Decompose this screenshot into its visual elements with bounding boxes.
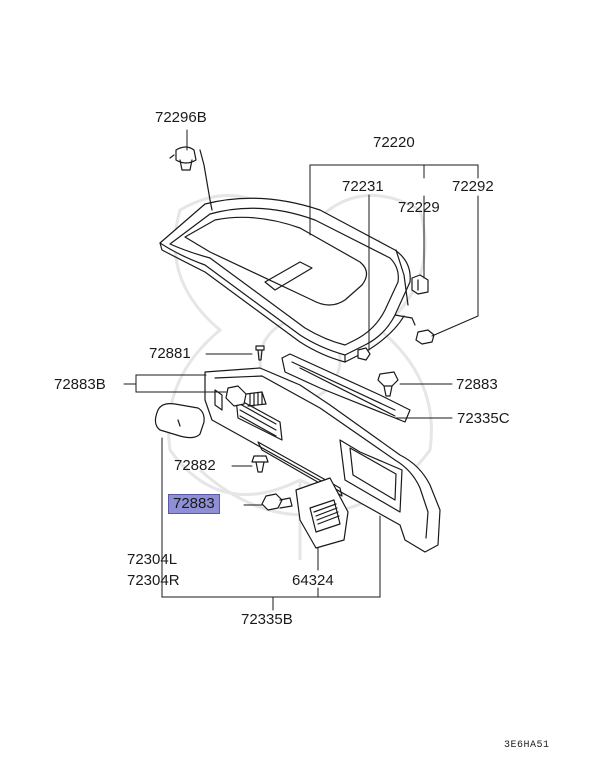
diagram-code: 3E6HA51 [504,740,550,751]
fastener-72882 [251,455,269,473]
clip-72883-right [377,371,399,397]
label-72220[interactable]: 72220 [373,134,415,151]
label-72231[interactable]: 72231 [342,178,384,195]
holder-72296B [169,146,197,171]
label-72335B[interactable]: 72335B [241,611,293,628]
pin-72231 [357,347,371,361]
grille-64324 [295,477,349,549]
clip-72292 [415,329,435,345]
label-72304R[interactable]: 72304R [127,572,180,589]
cover-72304 [154,403,205,439]
upper-trim-72335C [281,353,411,423]
leader-lines [123,129,479,611]
bolt-72883B [225,385,267,407]
label-72883-highlighted[interactable]: 72883 [168,494,220,514]
label-72229[interactable]: 72229 [398,199,440,216]
label-64324[interactable]: 64324 [292,572,334,589]
label-72882[interactable]: 72882 [174,457,216,474]
hook-72229 [411,274,429,295]
label-72883-right[interactable]: 72883 [456,376,498,393]
rear-trim-72335B [204,367,441,553]
label-72335C[interactable]: 72335C [457,410,510,427]
shelf-string-left [199,149,213,211]
parcel-shelf [159,197,416,363]
clip-72883-highlighted [261,493,293,511]
label-72883B[interactable]: 72883B [54,376,106,393]
label-72304L[interactable]: 72304L [127,551,178,568]
shelf-string-right [395,249,409,306]
label-72296B[interactable]: 72296B [155,109,207,126]
screw-72881 [255,345,265,361]
label-72292[interactable]: 72292 [452,178,494,195]
label-72881[interactable]: 72881 [149,345,191,362]
